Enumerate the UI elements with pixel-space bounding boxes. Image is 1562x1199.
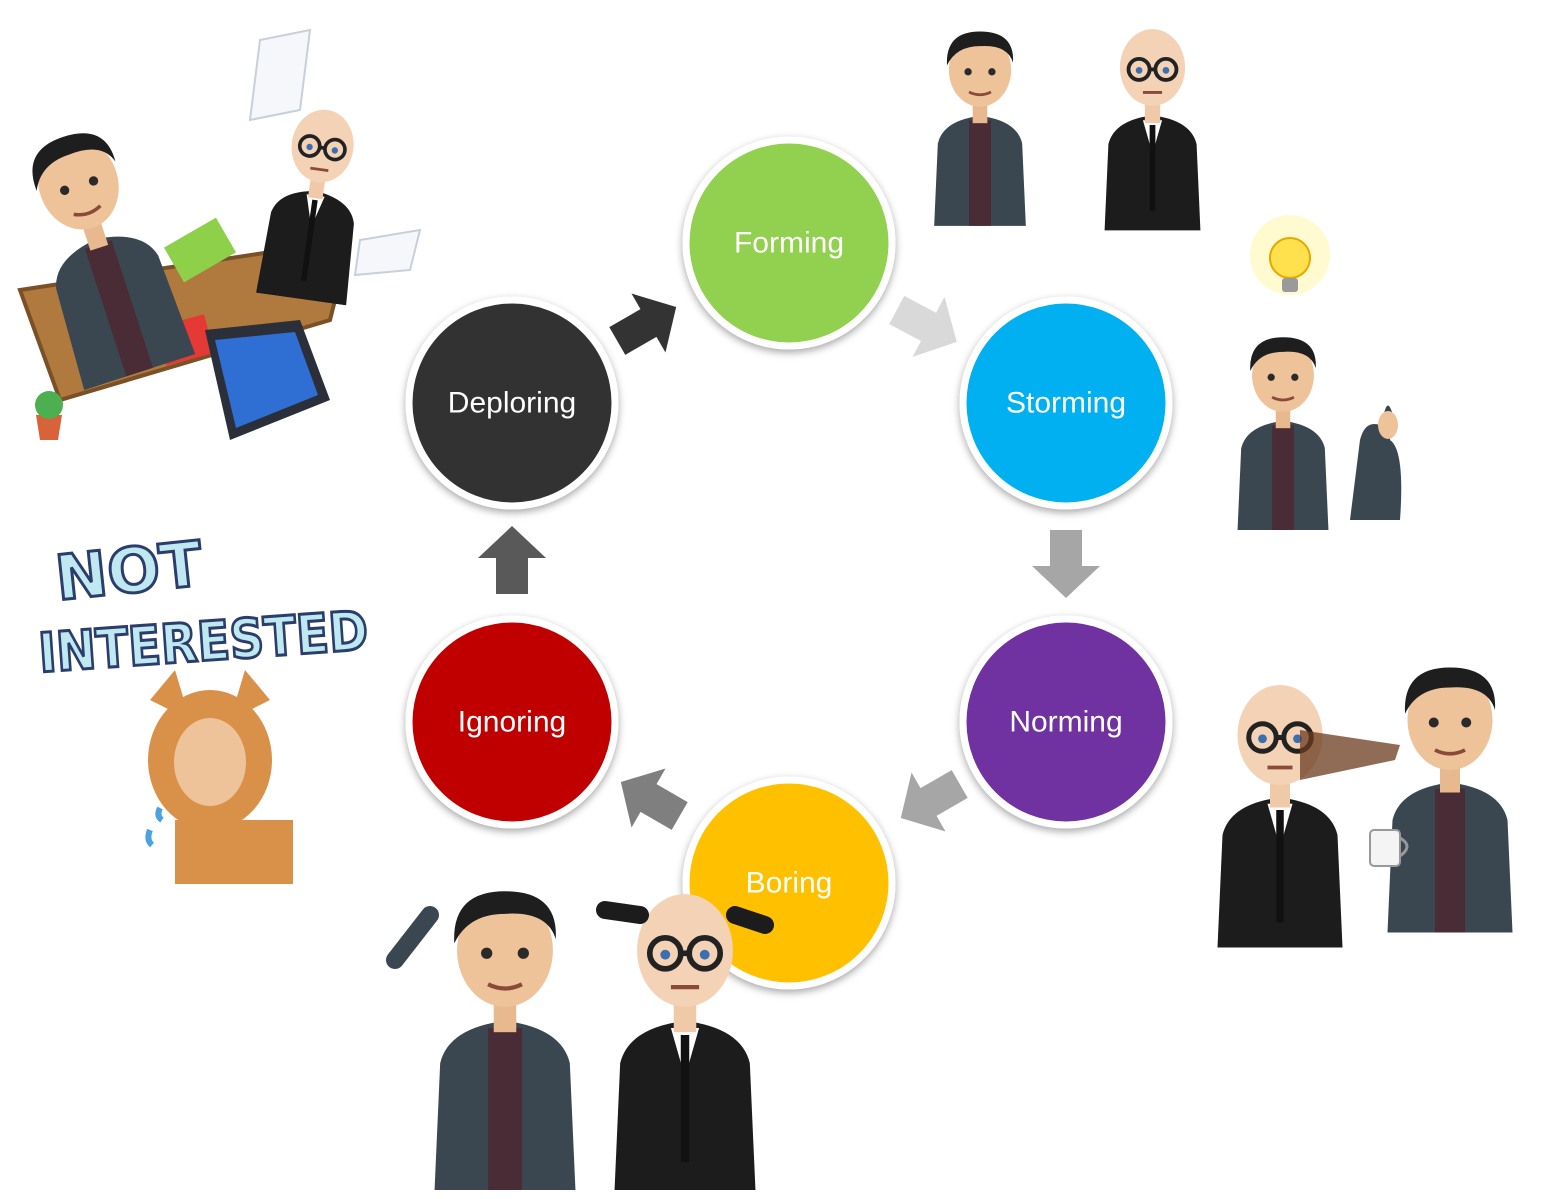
paper-icon bbox=[248, 28, 422, 277]
cat-costume-avatar-icon bbox=[145, 670, 293, 884]
deploring-desk-flip-illustration bbox=[5, 28, 422, 440]
stage-deploring: Deploring bbox=[405, 296, 619, 510]
stage-norming-label: Norming bbox=[1009, 706, 1122, 739]
stage-forming-circle bbox=[682, 136, 896, 350]
coffee-mug-icon bbox=[1369, 829, 1409, 867]
sticker-line-1: NOT bbox=[52, 527, 206, 615]
stage-forming-label: Forming bbox=[734, 227, 844, 260]
plant-icon bbox=[35, 391, 63, 440]
stage-ignoring-circle bbox=[405, 615, 619, 829]
cycle-arrows bbox=[478, 293, 1100, 832]
stage-forming: Forming bbox=[682, 136, 896, 350]
arrow-storming-to-norming bbox=[1032, 530, 1100, 598]
cycle-stages: Forming Storming Norming Boring Ignoring… bbox=[405, 136, 1173, 990]
stage-boring-circle bbox=[682, 776, 896, 990]
stage-norming-circle bbox=[959, 615, 1173, 829]
boring-yawn-illustration bbox=[386, 891, 774, 1190]
lightbulb-icon bbox=[1250, 215, 1330, 295]
stage-storming: Storming bbox=[959, 296, 1173, 510]
arrow-boring-to-ignoring bbox=[620, 768, 688, 830]
stage-ignoring-label: Ignoring bbox=[458, 706, 566, 739]
stage-norming: Norming bbox=[959, 615, 1173, 829]
forming-avatars-illustration bbox=[932, 27, 1203, 233]
arrow-ignoring-to-deploring bbox=[478, 526, 546, 594]
stage-deploring-label: Deploring bbox=[448, 387, 576, 420]
stage-boring: Boring bbox=[682, 776, 896, 990]
arrow-deploring-to-forming bbox=[609, 293, 677, 355]
stage-storming-label: Storming bbox=[1006, 387, 1126, 420]
arrow-norming-to-boring bbox=[900, 770, 968, 832]
laptop-icon bbox=[205, 320, 330, 440]
arrow-forming-to-storming bbox=[889, 295, 957, 357]
not-interested-sticker: NOT INTERESTED bbox=[35, 525, 372, 884]
storming-idea-illustration bbox=[1236, 215, 1402, 530]
stage-deploring-circle bbox=[405, 296, 619, 510]
stage-ignoring: Ignoring bbox=[405, 615, 619, 829]
norming-coffee-illustration bbox=[1218, 668, 1513, 948]
stage-boring-label: Boring bbox=[746, 867, 833, 900]
stage-storming-circle bbox=[959, 296, 1173, 510]
